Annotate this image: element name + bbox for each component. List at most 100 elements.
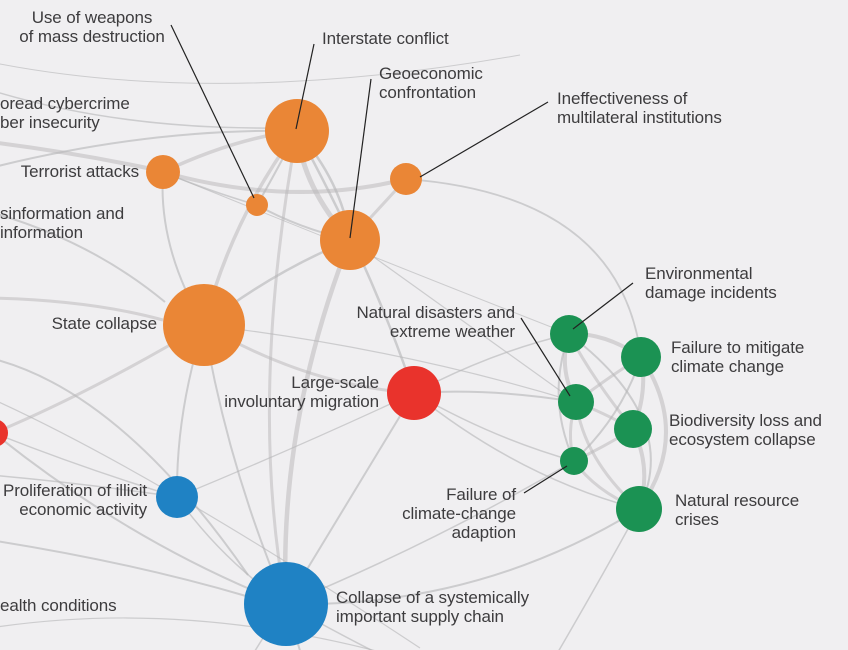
label-adaption-line-3: adaption [451,523,517,542]
node-wmd [246,194,268,216]
background-arc-3 [0,213,166,303]
background-arc-0 [0,54,521,84]
node-migration [387,366,441,420]
edge-terrorist--multilateral [162,170,407,194]
node-terrorist [146,155,180,189]
node-nat_disasters [558,384,594,420]
node-interstate [265,99,329,163]
node-biodiversity [614,410,652,448]
node-geoeconomic [320,210,380,270]
label-illicit-line-2: economic activity [19,500,147,519]
label-biodiversity-line-2: ecosystem collapse [669,430,816,449]
label-env-damage-line-1: Environmental [645,264,753,283]
background-arc-5 [0,359,249,576]
node-state_collapse [163,284,245,366]
leader-line-env-damage [572,282,634,330]
node-left_red [0,420,8,446]
leader-lines-layer [170,24,634,494]
node-resource [616,486,662,532]
edge-geoeconomic--supply_chain [282,239,353,605]
node-multilateral [390,163,422,195]
label-misinformation-line-2: information [0,223,83,242]
label-health-line-1: ealth conditions [0,596,117,615]
label-wmd-line-1: Use of weapons [31,8,153,27]
label-interstate: Interstate conflict [322,29,449,48]
label-illicit-line-1: Proliferation of illicit [2,481,147,500]
label-terrorist: Terrorist attacks [21,162,139,181]
label-multilateral-line-2: multilateral institutions [557,108,722,127]
background-arc-1 [0,141,148,170]
edge-interstate--supply_chain [267,130,299,605]
label-migration-line-2: involuntary migration [224,392,379,411]
leader-line-multilateral [419,101,549,178]
label-env-damage-line-2: damage incidents [645,283,777,302]
background-arc-7 [0,540,247,597]
label-cybercrime-line-1: oread cybercrime [0,94,130,113]
background-arc-14 [0,129,298,167]
edge-terrorist--env_damage [162,171,570,335]
leader-line-wmd [170,24,255,199]
background-arc-4 [0,296,164,322]
edge-supply_chain--resource [285,508,640,606]
background-arc-6 [0,475,157,495]
edge-left_red--illicit [0,434,178,498]
node-adaption [560,447,588,475]
edge-geoeconomic--nat_disasters [349,239,577,403]
label-adaption-line-2: climate-change [402,504,516,523]
label-biodiversity-line-1: Biodiversity loss and [669,411,822,430]
label-state-line-1: State collapse [51,314,157,333]
label-resource-line-2: crises [675,510,719,529]
label-supply-chain-line-2: important supply chain [336,607,504,626]
label-disasters-line-1: Natural disasters and [356,303,515,322]
edge-migration--resource [413,392,640,510]
label-geoeconomic-line-2: confrontation [379,83,476,102]
node-illicit [156,476,198,518]
label-state: State collapse [52,314,157,333]
label-resource-line-1: Natural resource [675,491,800,510]
label-mitigation-line-1: Failure to mitigate [671,338,805,357]
edge-migration--illicit [176,392,415,498]
leader-line-adaption [523,465,568,494]
node-env_damage [550,315,588,353]
label-adaption-line-1: Failure of [446,485,516,504]
label-mitigation-line-2: climate change [671,357,784,376]
nodes-layer [0,99,662,646]
label-health: ealth conditions [0,596,117,615]
label-misinformation-line-1: sinformation and [0,204,125,223]
label-terrorist-line-1: Terrorist attacks [20,162,139,181]
label-disasters-line-2: extreme weather [389,322,515,341]
label-cybercrime-line-2: ber insecurity [0,113,100,132]
edge-left_red--supply_chain [0,436,287,605]
node-mitigation [621,337,661,377]
leader-line-geoeconomic [349,78,372,239]
leader-line-interstate [295,43,315,130]
background-arc-2 [0,92,281,129]
edge-state_collapse--nat_disasters [203,324,577,403]
edge-state_collapse--supply_chain [203,324,287,605]
node-supply_chain [244,562,328,646]
label-multilateral-line-1: Ineffectiveness of [557,89,688,108]
label-geoeconomic-line-1: Geoeconomic [379,64,483,83]
leader-line-disasters [520,317,571,397]
background-arc-13 [558,508,640,650]
label-wmd-line-2: of mass destruction [19,27,165,46]
label-interstate-line-1: Interstate conflict [322,29,449,48]
label-supply-chain-line-1: Collapse of a systemically [336,588,529,607]
label-migration-line-1: Large-scale [291,373,379,392]
